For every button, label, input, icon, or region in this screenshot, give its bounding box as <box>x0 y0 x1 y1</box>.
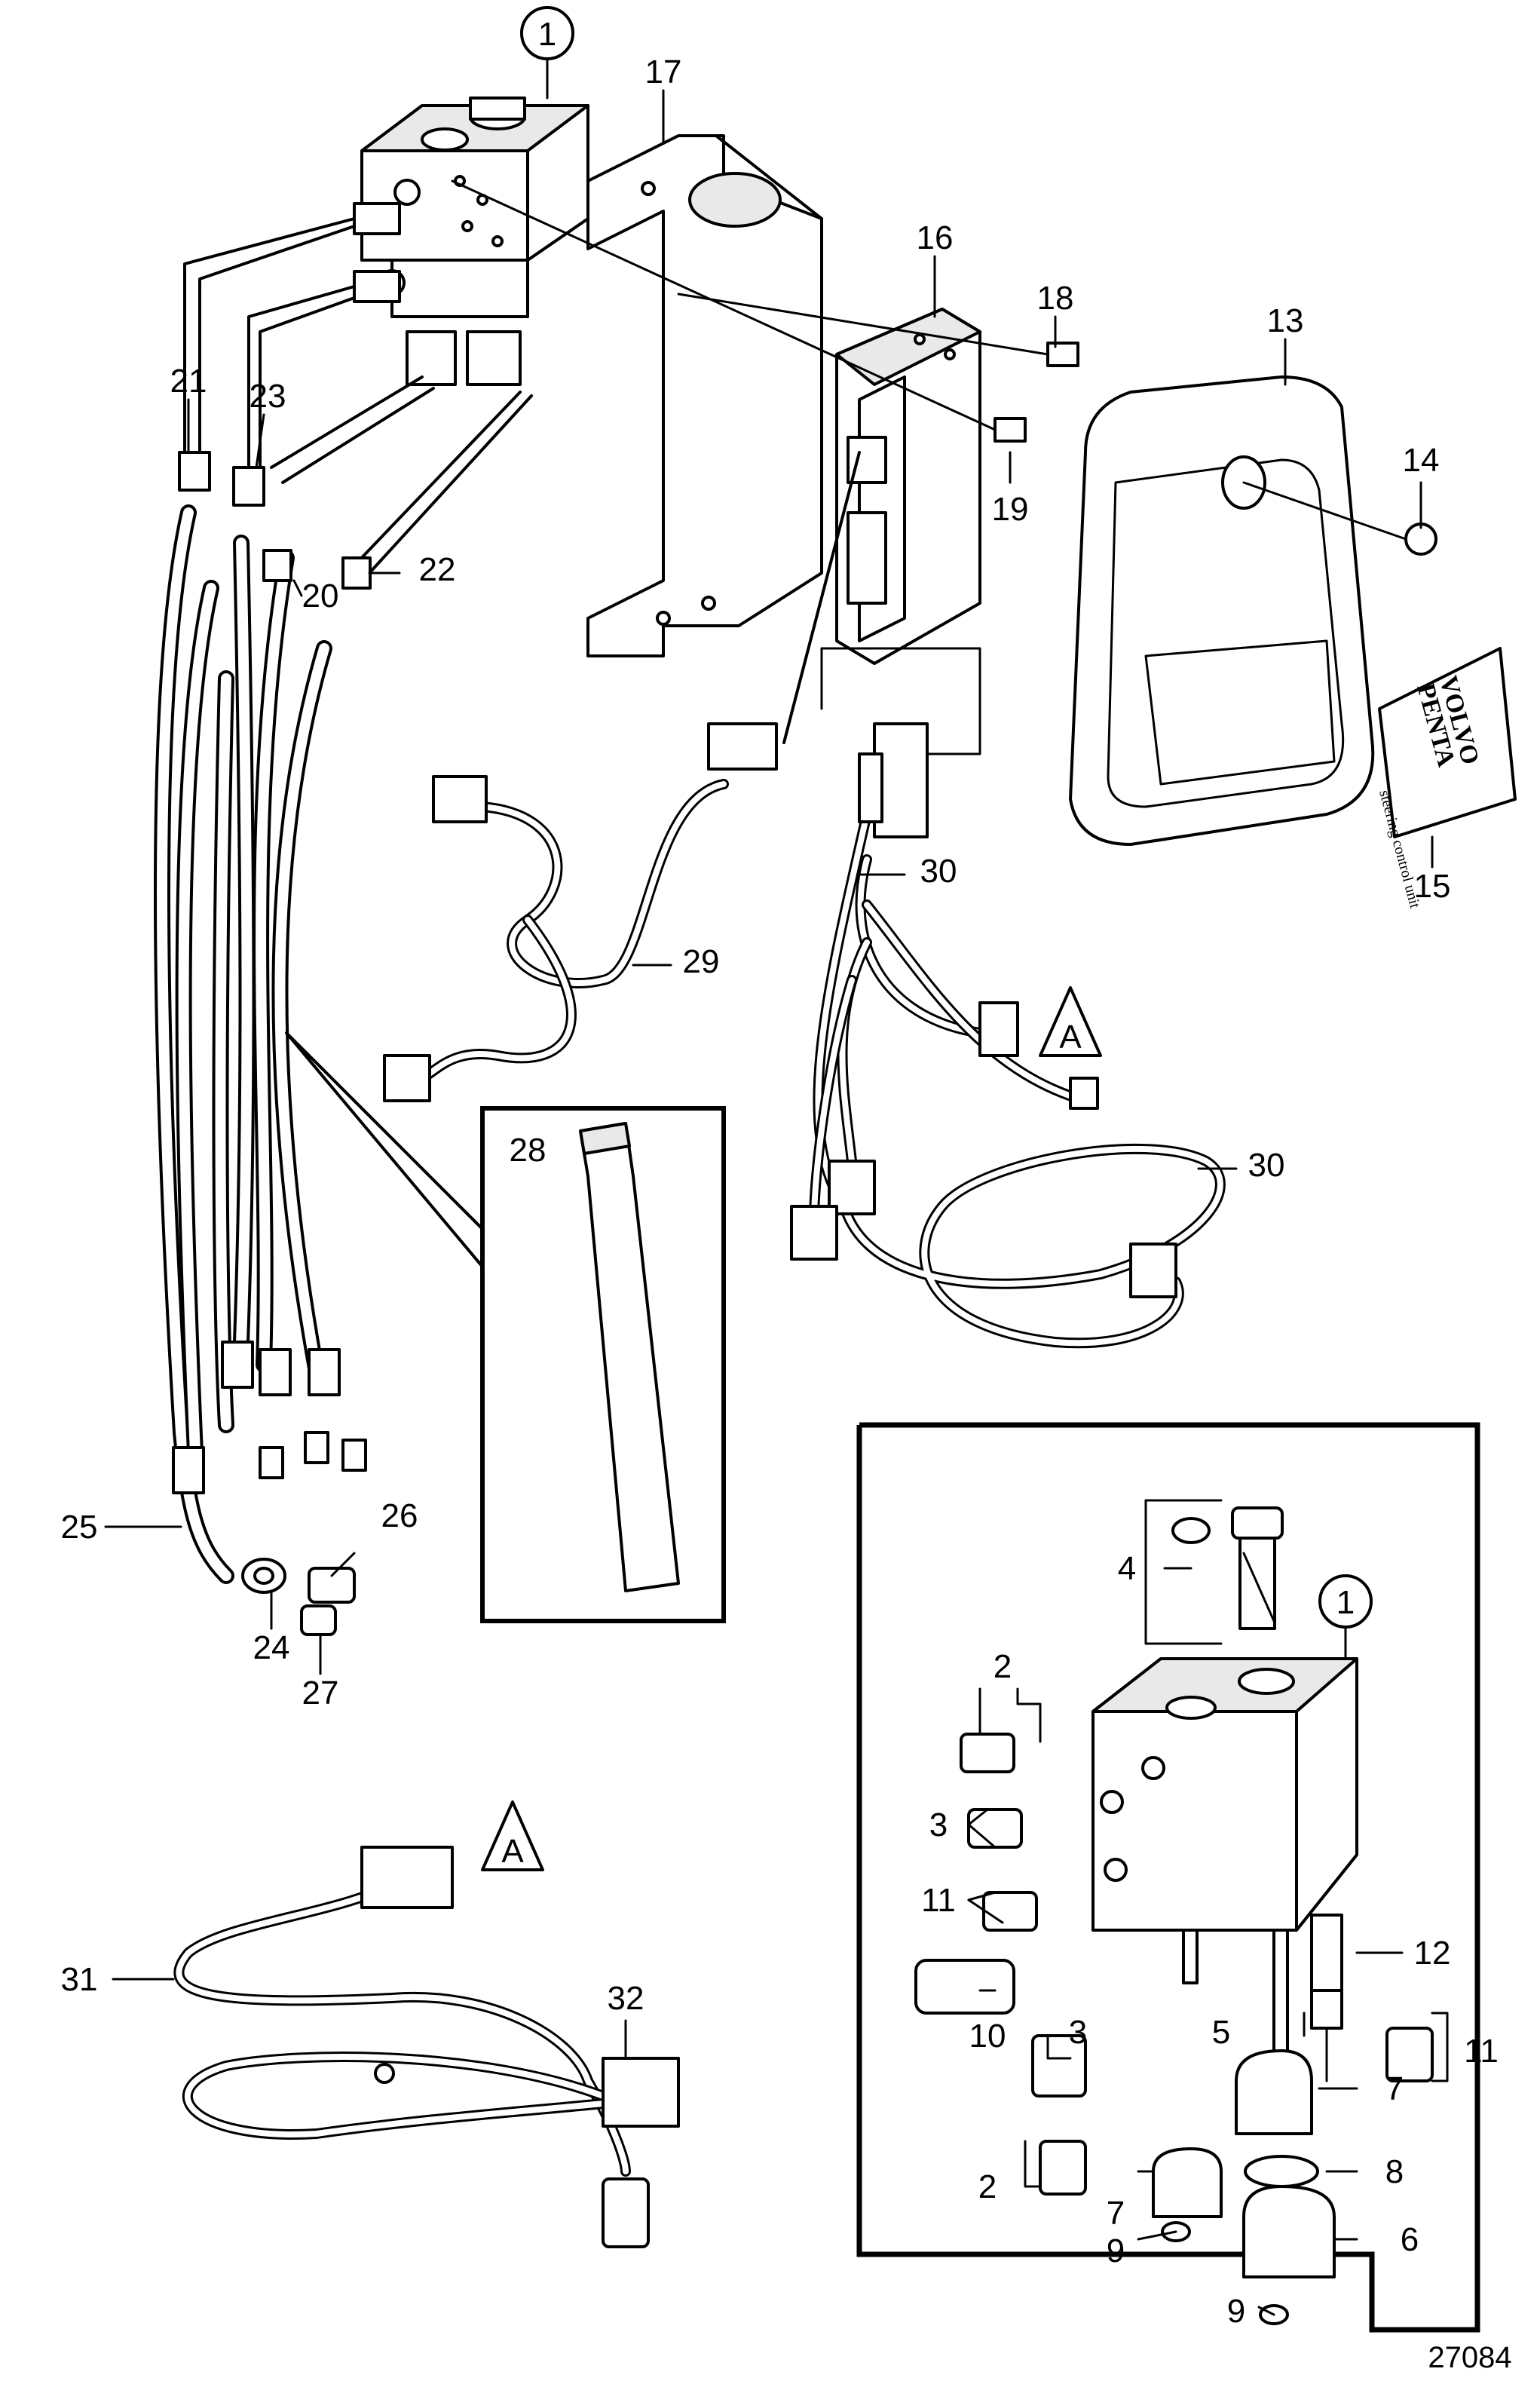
label-15: 15 <box>1414 868 1451 905</box>
label-1-top: 1 <box>538 16 556 53</box>
label-20: 20 <box>302 578 339 614</box>
item-1-callout: 1 <box>520 6 574 100</box>
label-3-b: 3 <box>1069 2014 1087 2051</box>
reference-a-cable31: A <box>481 1800 544 1871</box>
valve-block-inset <box>1091 1657 1358 2082</box>
cable-31 <box>173 1846 680 2248</box>
detail-box-28 <box>285 1031 726 1623</box>
decal-15: VOLVO PENTA steering control unit <box>1376 647 1517 910</box>
label-31: 31 <box>61 1961 98 1998</box>
cover <box>1069 375 1437 846</box>
bolts-18-19 <box>451 179 1079 443</box>
label-24: 24 <box>253 1629 290 1666</box>
label-26: 26 <box>381 1497 418 1534</box>
hydraulic-hoses <box>154 217 533 1594</box>
label-12: 12 <box>1414 1935 1451 1972</box>
ref-a-2: A <box>501 1833 524 1870</box>
label-21: 21 <box>170 363 207 400</box>
reference-a-harness: A <box>1039 986 1102 1057</box>
label-14: 14 <box>1403 442 1440 479</box>
label-18: 18 <box>1037 280 1074 317</box>
label-7-b: 7 <box>1107 2195 1125 2232</box>
label-9-b: 9 <box>1227 2293 1245 2330</box>
inset-frame <box>856 1422 1480 2333</box>
label-25: 25 <box>61 1509 98 1546</box>
control-unit <box>835 308 981 665</box>
label-13: 13 <box>1267 302 1304 339</box>
label-4: 4 <box>1118 1550 1136 1587</box>
label-9-a: 9 <box>1107 2232 1125 2269</box>
label-2-a: 2 <box>993 1648 1012 1685</box>
fittings-26-27 <box>300 1567 356 1636</box>
inset-parts <box>914 1506 1434 2325</box>
label-1-inset: 1 <box>1336 1584 1355 1621</box>
item-1-inset-callout: 1 <box>1318 1574 1373 1660</box>
cable-harness <box>383 451 1226 1349</box>
label-5: 5 <box>1212 2014 1230 2051</box>
mounting-bracket <box>586 134 823 657</box>
drawing-number: 27084 <box>1428 2341 1511 2374</box>
label-11-a: 11 <box>921 1882 956 1919</box>
valve-block-top <box>353 97 589 386</box>
label-27: 27 <box>302 1675 339 1711</box>
label-16: 16 <box>917 219 954 256</box>
label-8: 8 <box>1385 2153 1404 2190</box>
label-10: 10 <box>969 2018 1006 2055</box>
label-28: 28 <box>510 1132 547 1169</box>
label-30-b: 30 <box>1248 1147 1285 1184</box>
label-29: 29 <box>683 943 720 980</box>
label-32: 32 <box>608 1980 644 2017</box>
label-11-b: 11 <box>1464 2033 1499 2070</box>
label-2-b: 2 <box>978 2168 997 2205</box>
label-17: 17 <box>645 54 682 90</box>
label-7-a: 7 <box>1385 2070 1404 2107</box>
leader-lines <box>104 89 1449 2316</box>
label-22: 22 <box>419 551 456 588</box>
label-3-a: 3 <box>929 1806 948 1843</box>
label-23: 23 <box>250 378 286 415</box>
label-19: 19 <box>992 491 1029 528</box>
label-6: 6 <box>1401 2221 1419 2258</box>
part-number-labels: 17 16 18 19 13 14 15 21 23 20 22 30 29 3… <box>61 54 1512 2374</box>
label-30-a: 30 <box>920 853 957 890</box>
ref-a-1: A <box>1059 1019 1082 1056</box>
